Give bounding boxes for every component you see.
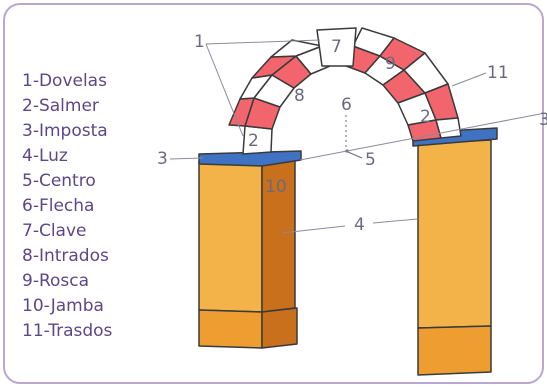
- centro-leader: [347, 151, 363, 159]
- label-salmer-left: 2: [248, 131, 259, 151]
- label-jamba: 10: [265, 177, 287, 197]
- label-clave: 7: [331, 37, 342, 57]
- label-imposta-right: 3: [539, 110, 547, 130]
- trasdos-leader: [451, 72, 487, 87]
- legend-item-11: 11-Trasdos: [22, 321, 113, 341]
- imposta-right-leader: [299, 113, 541, 161]
- left-pillar-base-front: [198, 309, 263, 349]
- label-salmer-right: 2: [420, 107, 431, 127]
- leader-lines: [169, 39, 541, 234]
- legend-item-5: 5-Centro: [22, 171, 96, 191]
- label-intrados: 8: [294, 86, 305, 106]
- legend-item-6: 6-Flecha: [22, 196, 94, 216]
- legend-item-7: 7-Clave: [22, 221, 86, 241]
- legend: 1-Dovelas 2-Salmer 3-Imposta 4-Luz 5-Cen…: [22, 71, 113, 341]
- luz-leader-left: [281, 225, 346, 234]
- label-centro: 5: [365, 150, 376, 170]
- left-pillar-base-side: [261, 307, 298, 349]
- left-pillar: [198, 150, 302, 349]
- legend-item-8: 8-Intrados: [22, 246, 109, 266]
- label-dovelas: 1: [194, 32, 205, 52]
- label-trasdos: 11: [487, 63, 509, 83]
- legend-item-2: 2-Salmer: [22, 96, 99, 116]
- keystone: [316, 27, 357, 67]
- right-pillar: [412, 127, 498, 376]
- right-pillar-front: [417, 139, 492, 329]
- dovelas-leader-b: [205, 43, 244, 137]
- imposta-left-leader: [169, 157, 204, 160]
- voussoir: [435, 117, 462, 139]
- label-imposta-left: 3: [157, 149, 168, 169]
- arch: [228, 27, 462, 155]
- legend-item-10: 10-Jamba: [22, 296, 104, 316]
- legend-item-3: 3-Imposta: [22, 121, 108, 141]
- number-labels: 1 2 2 3 3 4 5 6 7 8 9 10 11: [157, 32, 547, 235]
- left-pillar-front: [198, 160, 263, 313]
- luz-leader-right: [372, 218, 419, 224]
- label-rosca: 9: [385, 54, 396, 74]
- dovelas-leader-a: [205, 39, 321, 45]
- label-luz: 4: [354, 215, 365, 235]
- legend-item-1: 1-Dovelas: [22, 71, 107, 91]
- legend-item-4: 4-Luz: [22, 146, 68, 166]
- right-pillar-base: [417, 325, 492, 376]
- legend-item-9: 9-Rosca: [22, 271, 89, 291]
- voussoir: [270, 39, 323, 58]
- left-imposta: [198, 150, 302, 167]
- label-flecha: 6: [341, 95, 352, 115]
